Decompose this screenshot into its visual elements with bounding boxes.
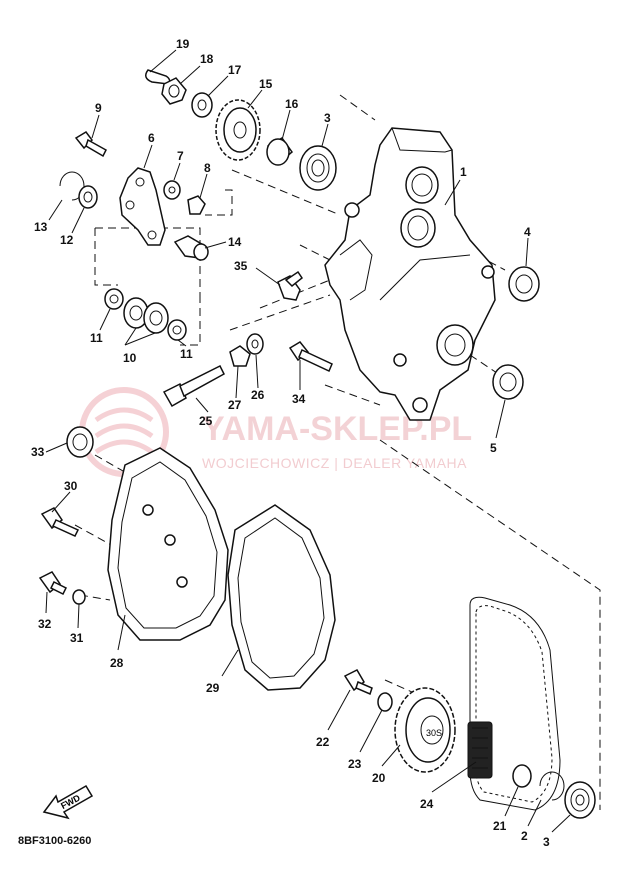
sprocket-15 xyxy=(215,99,261,161)
chain-24 xyxy=(467,596,561,811)
callout-30: 30 xyxy=(64,479,78,493)
callout-27: 27 xyxy=(228,398,242,412)
callout-7: 7 xyxy=(177,149,184,163)
callout-13: 13 xyxy=(34,220,48,234)
callout-22: 22 xyxy=(316,735,330,749)
callout-33: 33 xyxy=(31,445,45,459)
callout-14: 14 xyxy=(228,235,242,249)
callout-34: 34 xyxy=(292,392,306,406)
callout-8: 8 xyxy=(204,161,211,175)
sprocket-20: 30S xyxy=(394,687,456,773)
callout-6: 6 xyxy=(148,131,155,145)
callout-18: 18 xyxy=(200,52,214,66)
washer-11-upper xyxy=(104,288,124,310)
lever-arm-6 xyxy=(119,167,166,246)
bolt-22 xyxy=(343,669,373,696)
washer-17 xyxy=(191,92,213,118)
washer-26 xyxy=(246,333,264,355)
callout-5: 5 xyxy=(490,441,497,455)
cotter-pin-19 xyxy=(145,69,171,85)
washer-21 xyxy=(512,764,532,788)
callout-9: 9 xyxy=(95,101,102,115)
case-housing-1 xyxy=(324,127,496,421)
callout-26: 26 xyxy=(251,388,265,402)
callout-15: 15 xyxy=(259,77,273,91)
washer-11-lower xyxy=(167,319,187,341)
cover-28 xyxy=(107,447,229,641)
callout-31: 31 xyxy=(70,631,84,645)
svg-text:30S: 30S xyxy=(426,728,442,738)
callout-17: 17 xyxy=(228,63,242,77)
washer-7 xyxy=(163,180,181,200)
callout-28: 28 xyxy=(110,656,124,670)
callout-24: 24 xyxy=(420,797,434,811)
bearing-3-bottom xyxy=(564,781,596,819)
collar-16 xyxy=(266,137,294,166)
callout-16: 16 xyxy=(285,97,299,111)
callout-3-bottom: 3 xyxy=(543,835,550,849)
callout-29: 29 xyxy=(206,681,220,695)
nut-27 xyxy=(229,345,251,367)
callout-19: 19 xyxy=(176,37,190,51)
callout-35: 35 xyxy=(234,259,248,273)
bearings-10 xyxy=(123,297,169,334)
oil-seal-5 xyxy=(492,364,524,400)
gasket-29 xyxy=(227,504,336,691)
nut-8 xyxy=(187,195,206,215)
washer-12 xyxy=(78,185,98,209)
bolt-34 xyxy=(288,341,333,373)
callout-2: 2 xyxy=(521,829,528,843)
pin-14 xyxy=(173,235,209,261)
long-bolt-25 xyxy=(162,364,225,408)
oil-seal-33 xyxy=(66,426,94,458)
callout-12: 12 xyxy=(60,233,74,247)
callout-11-upper: 11 xyxy=(90,331,103,345)
callout-32: 32 xyxy=(38,617,52,631)
callout-11-lower: 11 xyxy=(180,347,193,361)
bolt-32 xyxy=(38,571,68,596)
callout-10: 10 xyxy=(123,351,137,365)
callout-4: 4 xyxy=(524,225,531,239)
circlip-2 xyxy=(539,771,565,801)
callouts: 19 18 17 15 16 3 1 4 5 9 6 7 8 13 12 14 … xyxy=(31,37,550,849)
bolt-30 xyxy=(40,507,80,537)
callout-23: 23 xyxy=(348,757,362,771)
diagram-code: 8BF3100-6260 xyxy=(18,835,91,847)
castle-nut-18 xyxy=(161,77,187,105)
oil-seal-4 xyxy=(508,266,540,302)
fwd-arrow-icon: FWD xyxy=(42,784,94,820)
callout-3-top: 3 xyxy=(324,111,331,125)
washer-23 xyxy=(377,692,393,712)
callout-25: 25 xyxy=(199,414,213,428)
callout-20: 20 xyxy=(372,771,386,785)
fitting-35 xyxy=(277,270,304,301)
leader-lines xyxy=(45,49,571,833)
washer-31 xyxy=(72,589,86,605)
watermark-subtitle: WOJCIECHOWICZ | DEALER YAMAHA xyxy=(202,455,467,471)
callout-1: 1 xyxy=(460,165,467,179)
bearing-3-top xyxy=(299,145,337,191)
bolt-9 xyxy=(74,131,107,158)
callout-21: 21 xyxy=(493,819,507,833)
